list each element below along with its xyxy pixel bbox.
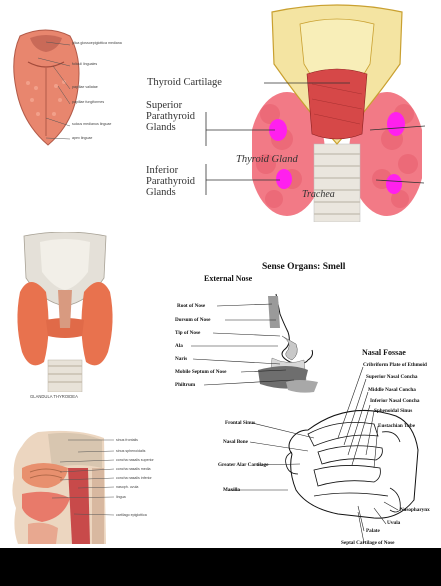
nasal-fossae-label: Inferior Nasal Concha	[370, 398, 420, 404]
glandula-caption: GLANDULA THYROIDEA	[30, 394, 78, 399]
nasal-fossae-label: Cribriform Plate of Ethmoid	[363, 362, 427, 368]
superior-parathyroid-label: Parathyroid	[146, 111, 195, 122]
tongue-label: apex linguae	[72, 136, 93, 140]
nasal-fossae-title: Nasal Fossae	[362, 348, 406, 357]
head-section-label: lingua	[116, 495, 126, 499]
nasal-fossae-label: Middle Nasal Concha	[368, 387, 416, 393]
thyroid-panel: Thyroid Cartilage Superior Parathyroid G…	[140, 0, 441, 225]
external-nose-label: Tip of Nose	[175, 330, 201, 336]
nasal-fossae-leader-lines	[228, 366, 399, 544]
nasal-fossae-label: Sphenoidal Sinus	[374, 408, 413, 414]
external-nose-label: Mobile Septum of Nose	[175, 369, 227, 375]
head-section-label: sinus sphenoidalis	[116, 449, 146, 453]
external-nose-label: Dorsum of Nose	[175, 317, 211, 323]
tongue-label: papillae vallatae	[72, 85, 98, 89]
tongue-panel: plica glossoepiglottica mediana foliculi…	[8, 28, 138, 158]
superior-parathyroid-label: Superior	[146, 100, 183, 111]
thyroid-illustration	[252, 4, 422, 222]
tongue-label: papillae fungiformes	[72, 100, 105, 104]
nasal-fossae-label: Uvula	[387, 520, 401, 526]
tongue-illustration	[13, 29, 80, 146]
nasal-fossae-label: Frontal Sinus	[225, 420, 256, 426]
external-nose-leader-lines	[191, 303, 295, 386]
inferior-parathyroid-label: Inferior	[146, 165, 179, 176]
tongue-label: plica glossoepiglottica mediana	[72, 41, 122, 45]
nasal-fossae-label: Greater Alar Cartilage	[218, 462, 269, 468]
superior-parathyroid-label: Glands	[146, 122, 176, 133]
nasal-fossae-label: Maxilla	[223, 487, 241, 493]
external-nose-label: Root of Nose	[177, 303, 206, 309]
head-section-illustration	[12, 430, 106, 544]
bottom-black-bar	[0, 548, 441, 586]
external-nose-label: Naris	[175, 356, 188, 362]
head-section-label: concha nasalis superior	[116, 458, 154, 462]
thyroid-gland-label: Thyroid Gland	[236, 154, 298, 165]
head-section-label: nasoph. uvula	[116, 485, 139, 489]
head-section-panel: sinus frontalis sinus sphenoidalis conch…	[8, 428, 178, 546]
nasal-fossae-label: Palate	[366, 528, 380, 534]
nasal-fossae-illustration	[285, 410, 419, 519]
tongue-label: foliculi linguales	[72, 62, 98, 66]
trachea-label: Trachea	[302, 189, 335, 200]
external-nose-label: Philtrum	[175, 382, 196, 388]
smell-title: Sense Organs: Smell	[262, 262, 346, 272]
inferior-parathyroid-label: Glands	[146, 187, 176, 198]
head-section-label: sinus frontalis	[116, 438, 138, 442]
nasal-fossae-label: Nasal Bone	[223, 439, 248, 445]
external-nose-title: External Nose	[204, 274, 253, 283]
nasal-fossae-label: Superior Nasal Concha	[366, 374, 418, 380]
glandula-illustration	[17, 232, 113, 392]
head-section-leader-lines	[51, 439, 115, 516]
inferior-parathyroid-label: Parathyroid	[146, 176, 195, 187]
external-nose-label: Ala	[175, 343, 183, 349]
head-section-label: concha nasalis inferior	[116, 476, 152, 480]
tongue-leader-lines	[37, 41, 71, 140]
nasal-fossae-label: Eustachian Tube	[378, 423, 416, 429]
smell-panel: Sense Organs: Smell External Nose Root o…	[168, 262, 441, 548]
nasal-fossae-label: Nasopharynx	[400, 507, 430, 513]
nasal-fossae-label: Septal Cartilage of Nose	[341, 540, 395, 546]
thyroid-leader-lines	[205, 82, 426, 195]
head-section-label: cartilago epiglottica	[116, 513, 147, 517]
thyroid-cartilage-label: Thyroid Cartilage	[147, 77, 222, 88]
tongue-label: sulcus medianus linguae	[72, 122, 112, 126]
head-section-label: concha nasalis media	[116, 467, 151, 471]
glandula-panel: GLANDULA THYROIDEA	[10, 232, 120, 407]
